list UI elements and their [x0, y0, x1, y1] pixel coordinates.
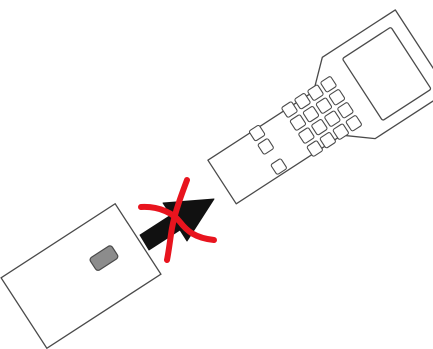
card-body: [1, 204, 161, 349]
smart-card: [1, 204, 161, 349]
handheld-card-reader: [195, 10, 433, 222]
